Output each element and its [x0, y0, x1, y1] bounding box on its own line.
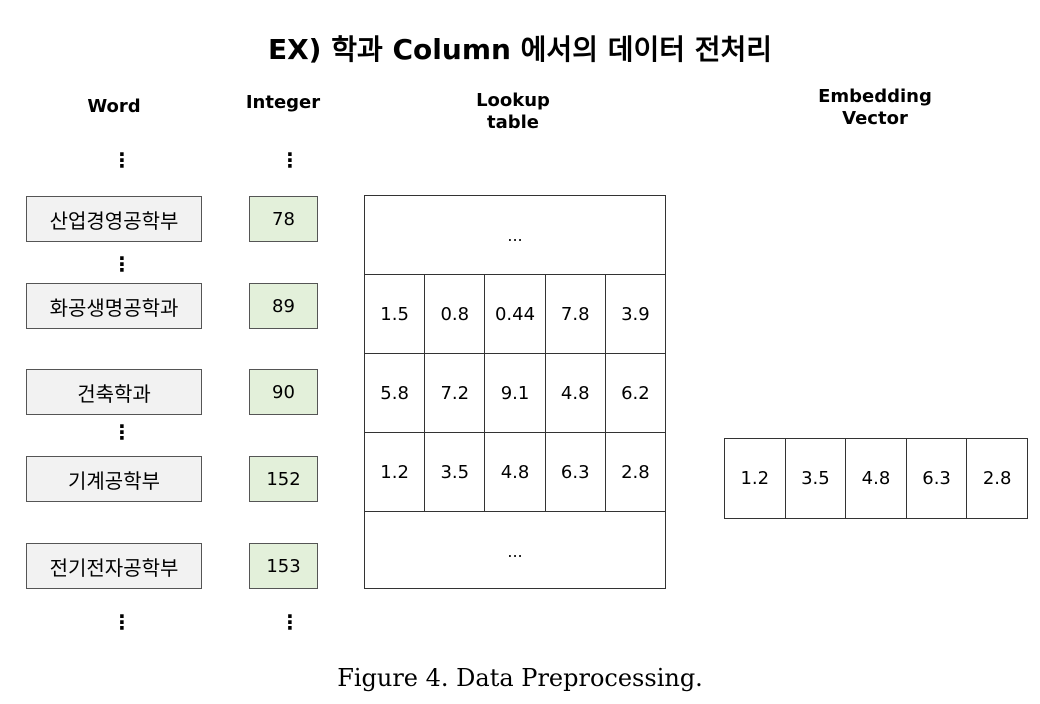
lookup-cell: 4.8	[484, 433, 544, 511]
lookup-cell: 4.8	[544, 354, 605, 432]
lookup-row-ellipsis-top: ...	[365, 196, 665, 275]
integer-ellipsis-top: ⋮	[280, 148, 300, 172]
lookup-cell: 1.2	[380, 461, 409, 483]
lookup-cell: 0.8	[424, 275, 484, 353]
lookup-ellipsis-top: ...	[507, 226, 523, 245]
lookup-row-3: 1.2 3.5 4.8 6.3 2.8	[365, 432, 665, 511]
lookup-cell: 3.9	[604, 275, 665, 353]
word-ellipsis-bottom: ⋮	[112, 610, 132, 634]
embedding-cell: 4.8	[845, 439, 906, 518]
lookup-cell: 9.1	[484, 354, 544, 432]
integer-box-1: 78	[249, 196, 318, 242]
word-ellipsis-top: ⋮	[112, 148, 132, 172]
figure-caption: Figure 4. Data Preprocessing.	[337, 664, 703, 692]
lookup-cell: 1.5	[380, 303, 409, 325]
word-column-header: Word	[87, 96, 141, 117]
integer-box-3: 90	[249, 369, 318, 415]
word-box-5: 전기전자공학부	[26, 543, 202, 589]
lookup-row-ellipsis-bottom: ...	[365, 511, 665, 590]
embedding-vector-header: Embedding Vector	[818, 86, 932, 129]
integer-box-2: 89	[249, 283, 318, 329]
word-box-2: 화공생명공학과	[26, 283, 202, 329]
word-box-1: 산업경영공학부	[26, 196, 202, 242]
embedding-cell: 3.5	[784, 439, 846, 518]
embedding-vector: 1.2 3.5 4.8 6.3 2.8	[724, 438, 1028, 519]
word-box-4: 기계공학부	[26, 456, 202, 502]
lookup-table: ... 1.5 0.8 0.44 7.8 3.9 5.8 7.2 9.1 4.8…	[364, 195, 666, 589]
embedding-cell: 6.3	[905, 439, 967, 518]
lookup-table-header: Lookup table	[476, 90, 550, 133]
lookup-ellipsis-bottom: ...	[507, 541, 523, 561]
word-box-3: 건축학과	[26, 369, 202, 415]
word-ellipsis-1: ⋮	[112, 252, 132, 276]
word-ellipsis-2: ⋮	[112, 420, 132, 444]
integer-column-header: Integer	[245, 92, 321, 113]
lookup-row-1: 1.5 0.8 0.44 7.8 3.9	[365, 274, 665, 353]
lookup-cell: 7.8	[544, 275, 605, 353]
integer-box-4: 152	[249, 456, 318, 502]
lookup-cell: 0.44	[484, 275, 544, 353]
lookup-cell: 6.2	[604, 354, 665, 432]
lookup-cell: 6.3	[544, 433, 605, 511]
integer-box-5: 153	[249, 543, 318, 589]
lookup-row-2: 5.8 7.2 9.1 4.8 6.2	[365, 353, 665, 432]
embedding-cell: 2.8	[966, 439, 1027, 518]
lookup-cell: 2.8	[604, 433, 665, 511]
lookup-cell: 3.5	[424, 433, 484, 511]
lookup-cell: 5.8	[380, 382, 409, 404]
lookup-cell: 7.2	[424, 354, 484, 432]
figure-heading: EX) 학과 Column 에서의 데이터 전처리	[267, 33, 773, 66]
embedding-cell: 1.2	[740, 468, 770, 489]
integer-ellipsis-bottom: ⋮	[280, 610, 300, 634]
